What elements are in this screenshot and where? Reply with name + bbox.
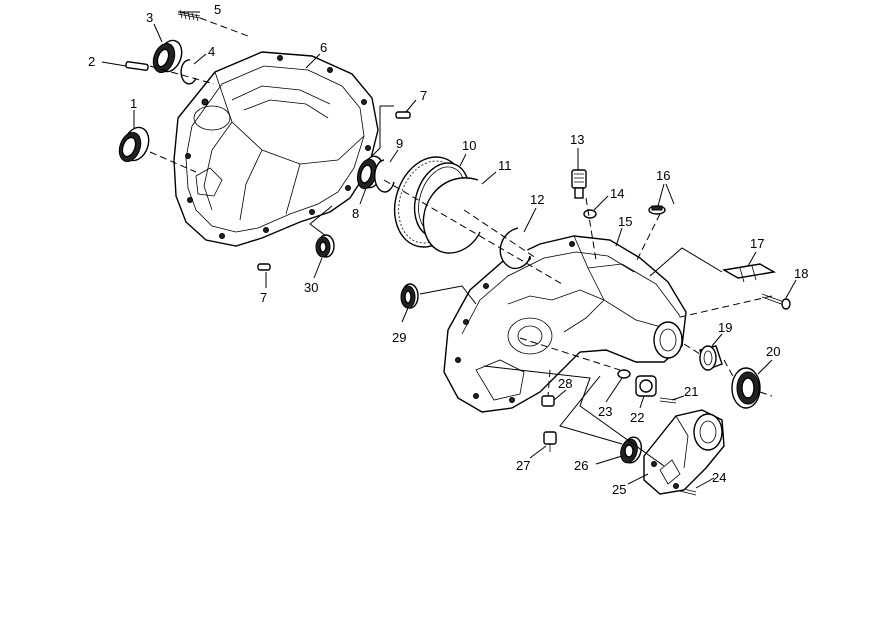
callout-19: 19 (718, 320, 732, 335)
callout-12: 12 (530, 192, 544, 207)
callout-24: 24 (712, 470, 726, 485)
part-23-o-ring (617, 369, 631, 379)
callout-11: 11 (498, 158, 512, 173)
part-21-bolt (659, 397, 677, 404)
front-case-half (173, 51, 379, 247)
part-3-seal (152, 39, 183, 74)
part-4-snap-ring (180, 59, 197, 85)
callout-6: 6 (320, 40, 327, 55)
part-28-bolt (541, 395, 555, 407)
callout-9: 9 (396, 136, 403, 151)
callout-16: 16 (656, 168, 670, 183)
callout-4: 4 (208, 44, 215, 59)
part-20-seal (731, 367, 761, 409)
callout-1: 1 (130, 96, 137, 111)
part-25-shift-motor (643, 409, 725, 495)
part-7-dowel-upper (395, 111, 411, 119)
callout-7-lower: 7 (260, 290, 267, 305)
part-26-seal (620, 436, 643, 464)
part-14-o-ring (583, 209, 597, 219)
part-29-seal (400, 283, 419, 309)
callout-8: 8 (352, 206, 359, 221)
callout-22: 22 (630, 410, 644, 425)
callout-27: 27 (516, 458, 530, 473)
part-22-sensor (635, 375, 657, 397)
callout-28: 28 (558, 376, 572, 391)
part-1-seal (118, 126, 150, 163)
callout-13: 13 (570, 132, 584, 147)
part-27-bolt (543, 431, 557, 452)
part-12-snap-ring (499, 227, 531, 270)
part-18-bolt (761, 293, 791, 310)
leader-lines (101, 11, 797, 489)
callout-15: 15 (618, 214, 632, 229)
part-9-snap-ring (374, 159, 395, 193)
callout-20: 20 (766, 344, 780, 359)
callout-labels: 1 2 3 4 5 6 7 7 8 9 10 11 12 13 14 15 16… (88, 2, 808, 497)
callout-30: 30 (304, 280, 318, 295)
part-11-snap-ring (422, 177, 481, 254)
part-5-stud (177, 9, 201, 22)
callout-14: 14 (610, 186, 624, 201)
part-19-bushing (699, 345, 723, 371)
callout-18: 18 (794, 266, 808, 281)
callout-2: 2 (88, 54, 95, 69)
callout-3: 3 (146, 10, 153, 25)
callout-26: 26 (574, 458, 588, 473)
callout-7-upper: 7 (420, 88, 427, 103)
assembly-lines (149, 17, 773, 467)
part-30-bearing (315, 234, 335, 258)
callout-29: 29 (392, 330, 406, 345)
callout-23: 23 (598, 404, 612, 419)
part-16-vent (648, 205, 666, 215)
part-13-sensor (571, 169, 587, 199)
callout-21: 21 (684, 384, 698, 399)
part-2-pin (125, 61, 149, 71)
part-17-bracket (721, 263, 777, 283)
callout-10: 10 (462, 138, 476, 153)
callout-25: 25 (612, 482, 626, 497)
part-7-dowel-lower (257, 263, 271, 271)
callout-17: 17 (750, 236, 764, 251)
callout-5: 5 (214, 2, 221, 17)
